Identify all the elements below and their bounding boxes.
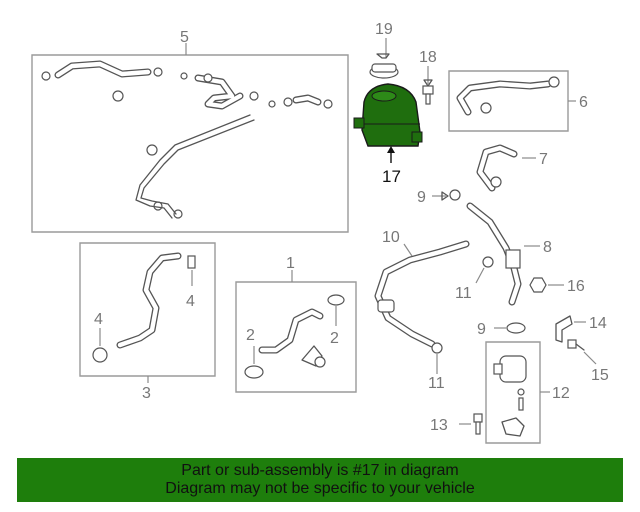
part-19-cap[interactable]: [369, 38, 399, 79]
callout-4-right: 4: [186, 293, 195, 310]
callout-2-left: 2: [246, 327, 255, 344]
part-group-1[interactable]: [235, 270, 357, 393]
part-16-nut[interactable]: [529, 277, 564, 293]
part-7-hose[interactable]: [476, 144, 536, 192]
callout-16: 16: [567, 278, 585, 295]
callout-12: 12: [552, 385, 570, 402]
part-11-clamp-lower[interactable]: [431, 342, 443, 374]
part-9-clamp-lower[interactable]: [494, 322, 526, 334]
part-8-hose[interactable]: [466, 202, 540, 306]
banner-line-1: Part or sub-assembly is #17 in diagram: [181, 462, 459, 479]
part-13-bolt[interactable]: [459, 413, 483, 435]
parts-diagram: 5 19 18 17 6 7: [31, 21, 609, 444]
callout-6: 6: [579, 94, 588, 111]
part-group-3[interactable]: [79, 242, 216, 383]
callout-11-upper: 11: [455, 285, 472, 302]
callout-14: 14: [589, 315, 607, 332]
part-9-clamp-upper[interactable]: [432, 189, 461, 201]
info-banner: Part or sub-assembly is #17 in diagram D…: [17, 458, 623, 502]
part-11-clamp-upper[interactable]: [475, 256, 494, 284]
part-15-bolt[interactable]: [567, 339, 597, 365]
callout-17: 17: [382, 167, 401, 186]
callout-9-lower: 9: [477, 321, 486, 338]
callout-5: 5: [180, 29, 189, 46]
part-group-6[interactable]: [448, 70, 576, 132]
callout-19: 19: [375, 21, 393, 38]
callout-2-right: 2: [330, 330, 339, 347]
callout-11-lower: 11: [428, 375, 445, 392]
callout-8: 8: [543, 239, 552, 256]
callout-4-left: 4: [94, 311, 103, 328]
part-group-12-pump[interactable]: [485, 341, 550, 444]
part-group-5[interactable]: [31, 43, 349, 233]
callout-9-upper: 9: [417, 189, 426, 206]
part-17-coolant-reservoir[interactable]: [353, 83, 423, 163]
callout-15: 15: [591, 367, 609, 384]
callout-18: 18: [419, 49, 437, 66]
callout-7: 7: [539, 151, 548, 168]
part-18-bolt[interactable]: [422, 66, 434, 105]
callout-13: 13: [430, 417, 448, 434]
callout-10: 10: [382, 229, 400, 246]
callout-3: 3: [142, 385, 151, 402]
part-10-hose[interactable]: [374, 240, 470, 348]
part-14-bracket[interactable]: [555, 315, 586, 343]
banner-line-2: Diagram may not be specific to your vehi…: [165, 480, 475, 497]
callout-1: 1: [286, 255, 295, 272]
